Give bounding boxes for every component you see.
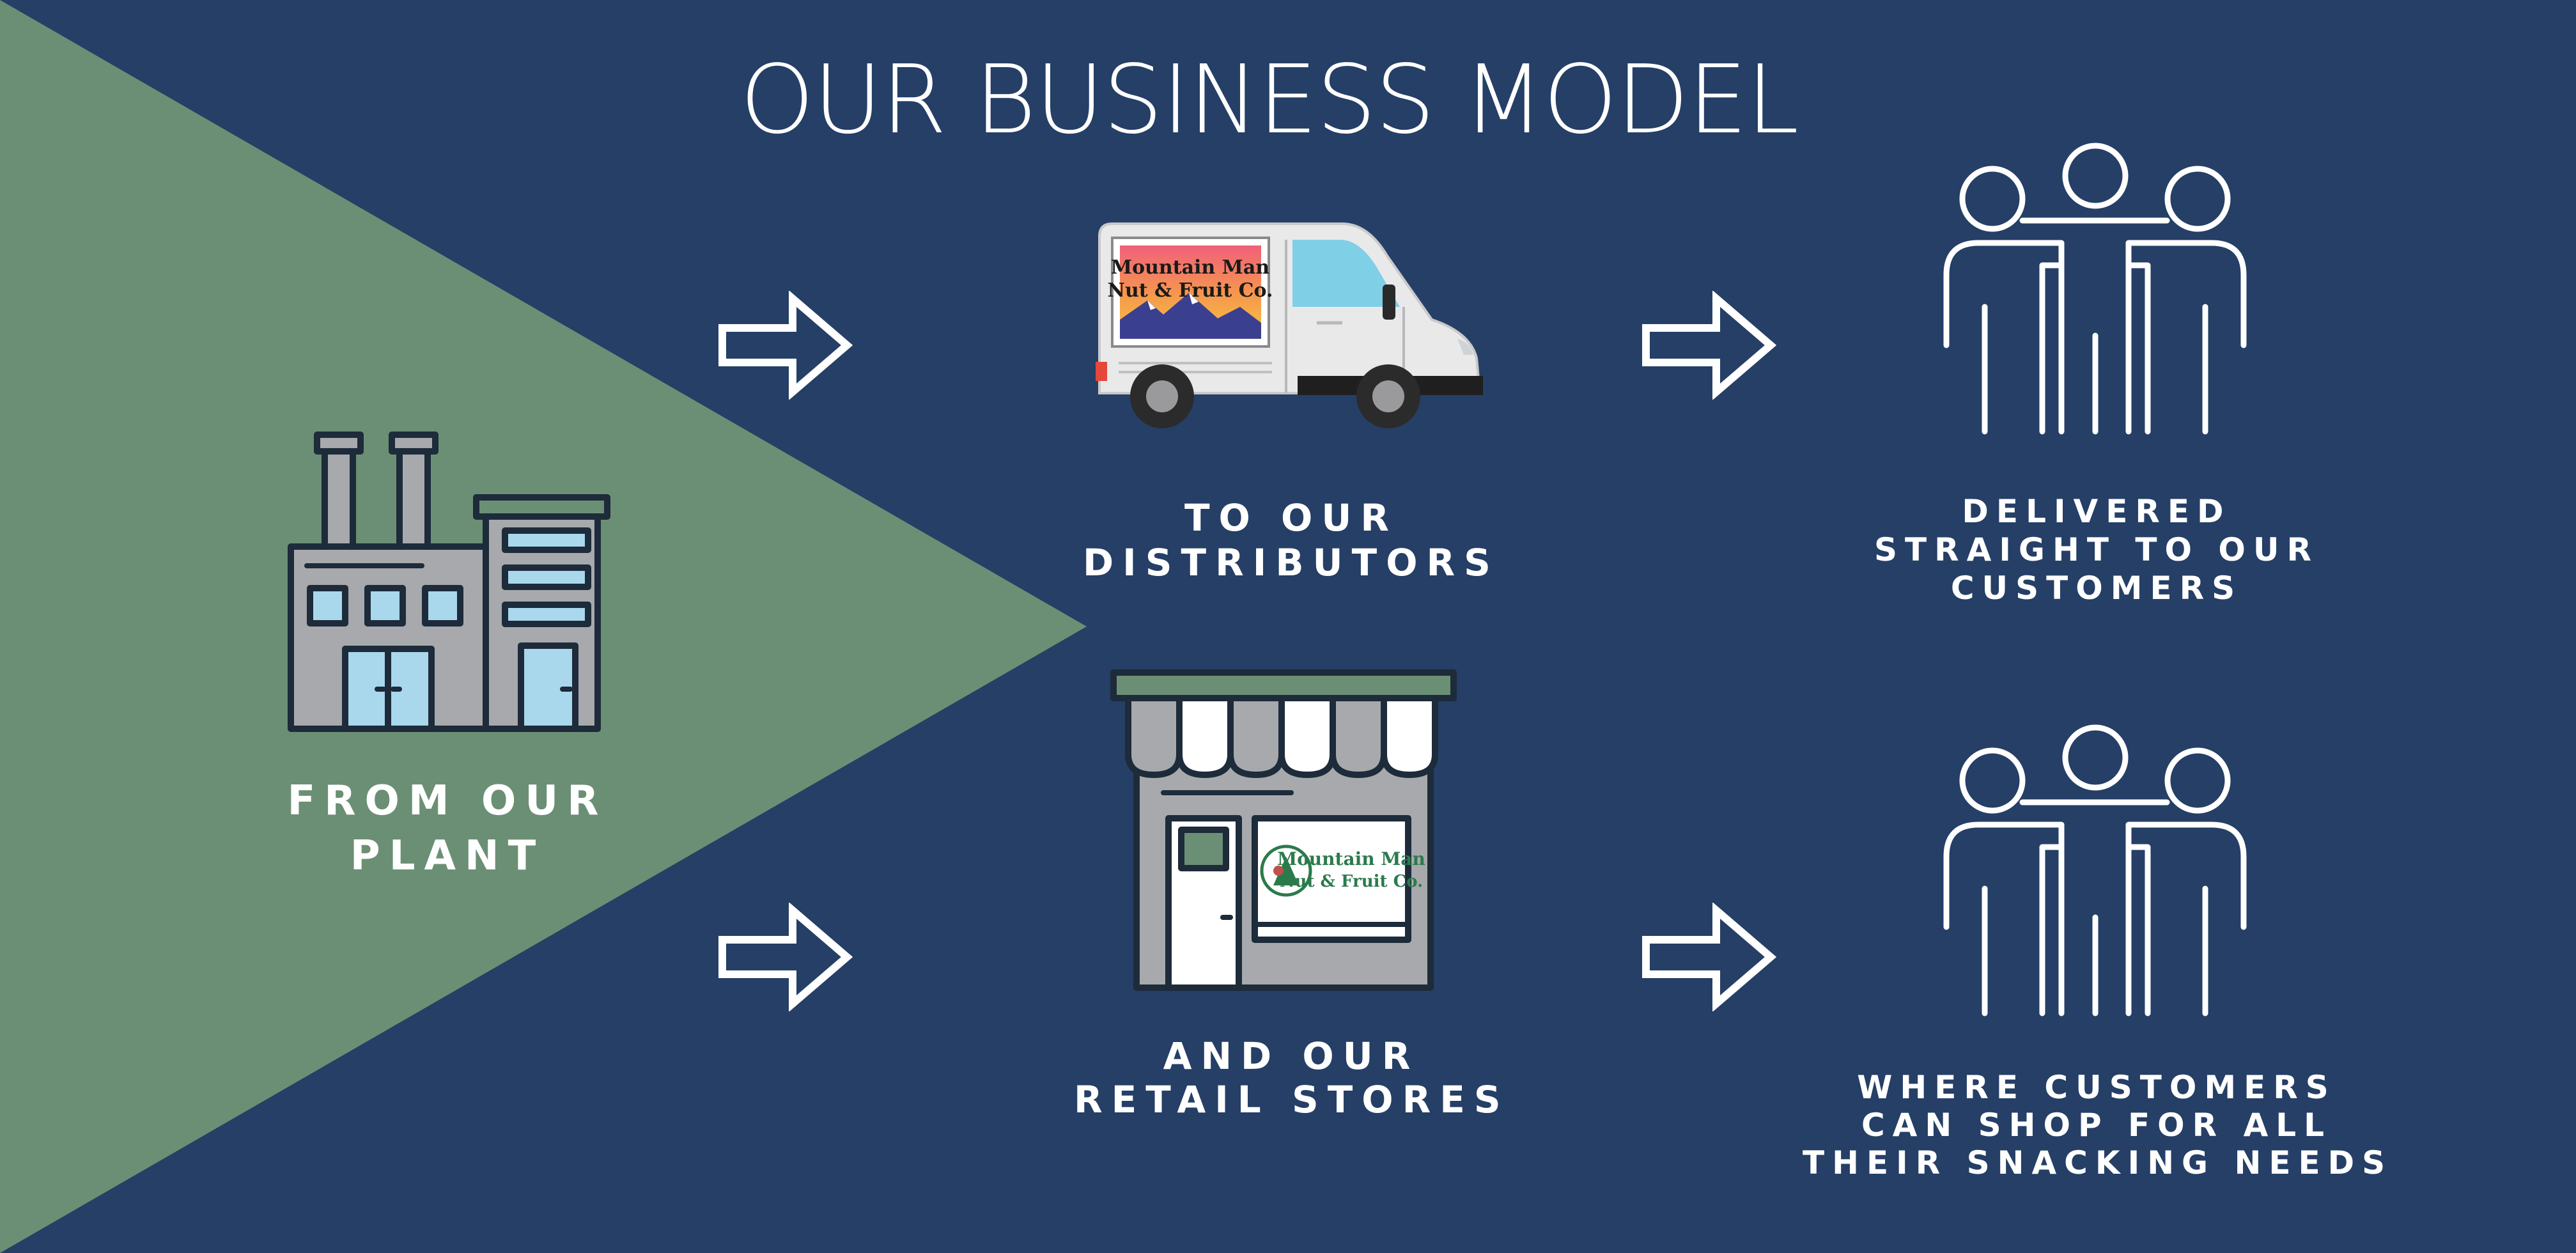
van-logo-line1: Mountain Man <box>1111 256 1269 279</box>
van-logo-line2: Nut & Fruit Co. <box>1108 279 1273 302</box>
distributors-label-line1: TO OUR <box>1184 496 1399 540</box>
distributors-label-line2: DISTRIBUTORS <box>1083 541 1500 584</box>
plant-label: FROM OUR PLANT <box>256 774 639 883</box>
people-group-icon <box>1943 143 2247 435</box>
delivery-van-icon: Mountain Man Nut & Fruit Co. <box>1096 222 1483 428</box>
storefront-icon: Mountain Man Nut & Fruit Co. <box>1110 669 1457 991</box>
page-title: OUR BUSINESS MODEL <box>740 45 1799 155</box>
store-logo-line2: Nut & Fruit Co. <box>1280 872 1423 891</box>
store-logo-line1: Mountain Man <box>1277 848 1425 869</box>
distributors-label: TO OUR DISTRIBUTORS <box>1074 495 1509 585</box>
arrow-icon <box>1642 291 1777 400</box>
people-group-icon <box>1943 724 2247 1016</box>
retail-label-line2: RETAIL STORES <box>1074 1078 1510 1121</box>
arrow-icon <box>718 903 853 1011</box>
delivered-label: DELIVERED STRAIGHT TO OUR CUSTOMERS <box>1854 492 2339 607</box>
delivered-label-line2: STRAIGHT TO OUR <box>1874 531 2319 568</box>
arrow-icon <box>718 291 853 400</box>
delivered-label-line1: DELIVERED <box>1962 493 2231 530</box>
retail-label: AND OUR RETAIL STORES <box>1074 1034 1509 1121</box>
arrow-icon <box>1642 903 1777 1011</box>
shop-label-line1: WHERE CUSTOMERS <box>1857 1069 2336 1106</box>
plant-label-line1: FROM OUR <box>287 777 608 825</box>
shop-label-line2: CAN SHOP FOR ALL <box>1861 1107 2332 1144</box>
factory-icon <box>288 432 610 732</box>
shop-label-line3: THEIR SNACKING NEEDS <box>1803 1144 2393 1181</box>
retail-label-line1: AND OUR <box>1163 1034 1420 1078</box>
shop-label: WHERE CUSTOMERS CAN SHOP FOR ALL THEIR S… <box>1803 1069 2391 1182</box>
plant-label-line2: PLANT <box>350 832 545 880</box>
delivered-label-line3: CUSTOMERS <box>1950 570 2243 607</box>
